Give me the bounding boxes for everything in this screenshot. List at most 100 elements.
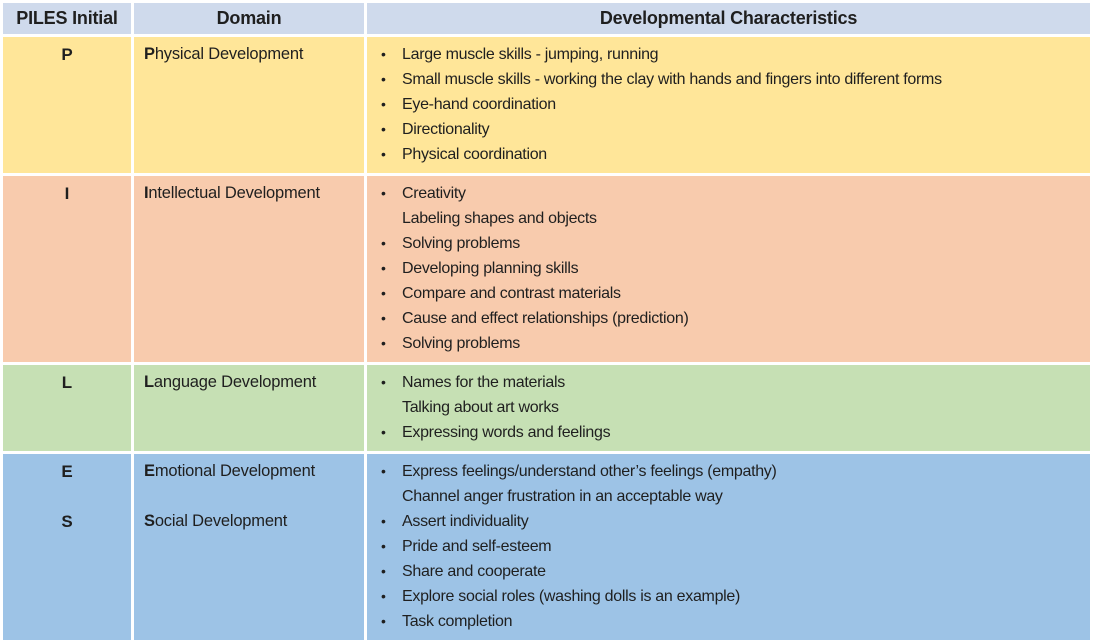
bullet-icon: • xyxy=(381,96,386,112)
bullet-icon: • xyxy=(381,146,386,162)
domain-label: Physical Development xyxy=(144,42,364,67)
bullet-icon: • xyxy=(381,185,386,201)
table-header: PILES Initial Domain Developmental Chara… xyxy=(3,3,1090,34)
characteristic-item: • Solving problems xyxy=(381,331,1084,356)
domain-rest-text: anguage Development xyxy=(153,373,317,391)
bullet-icon: • xyxy=(381,235,386,251)
domain-rest-text: ntellectual Development xyxy=(148,184,320,202)
characteristic-item: • Expressing words and feelings xyxy=(381,420,1084,445)
characteristic-text: Pride and self-esteem xyxy=(402,538,552,555)
column-header-piles-initial: PILES Initial xyxy=(3,3,131,34)
characteristic-item: • Creativity xyxy=(381,181,1084,206)
piles-initial-cell: P xyxy=(3,37,131,173)
domain-lead-letter: S xyxy=(144,512,155,530)
characteristic-text: Task completion xyxy=(402,613,513,630)
characteristic-text: Solving problems xyxy=(402,235,520,252)
characteristic-text: Solving problems xyxy=(402,335,520,352)
bullet-icon: • xyxy=(381,46,386,62)
characteristic-item: • Developing planning skills xyxy=(381,256,1084,281)
piles-initial-letter: E xyxy=(61,462,73,481)
characteristic-item: • Large muscle skills - jumping, running xyxy=(381,42,1084,67)
domain-rest-text: ocial Development xyxy=(154,512,288,530)
domain-cell: Language Development xyxy=(134,365,364,451)
characteristic-text: Names for the materials xyxy=(402,374,565,391)
characteristic-item: • Assert individuality xyxy=(381,509,1084,534)
characteristic-text: Channel anger frustration in an acceptab… xyxy=(402,488,723,505)
piles-initial-cell: L xyxy=(3,365,131,451)
piles-initial-letter: P xyxy=(61,45,73,64)
characteristic-text: Compare and contrast materials xyxy=(402,285,621,302)
characteristic-text: Cause and effect relationships (predicti… xyxy=(402,310,689,327)
bullet-icon: • xyxy=(381,613,386,629)
characteristic-text: Large muscle skills - jumping, running xyxy=(402,46,659,63)
characteristic-item: Labeling shapes and objects xyxy=(381,206,1084,231)
column-header-developmental-characteristics: Developmental Characteristics xyxy=(367,3,1090,34)
bullet-icon: • xyxy=(381,563,386,579)
bullet-icon: • xyxy=(381,538,386,554)
domain-rest-text: motional Development xyxy=(154,462,315,480)
characteristic-item: • Pride and self-esteem xyxy=(381,534,1084,559)
characteristic-text: Assert individuality xyxy=(402,513,529,530)
characteristic-text: Directionality xyxy=(402,121,490,138)
characteristic-item: • Solving problems xyxy=(381,231,1084,256)
bullet-icon: • xyxy=(381,260,386,276)
characteristics-cell: •Large muscle skills - jumping, running•… xyxy=(367,37,1090,173)
characteristic-item: •Cause and effect relationships (predict… xyxy=(381,306,1084,331)
characteristic-text: Physical coordination xyxy=(402,146,547,163)
bullet-icon: • xyxy=(381,374,386,390)
characteristic-item: • Express feelings/understand other’s fee… xyxy=(381,459,1084,484)
bullet-icon: • xyxy=(381,285,386,301)
piles-initial-cell: I xyxy=(3,176,131,362)
characteristic-text: Developing planning skills xyxy=(402,260,579,277)
characteristic-text: Small muscle skills - working the clay w… xyxy=(402,71,942,88)
characteristic-text: Share and cooperate xyxy=(402,563,546,580)
characteristic-item: Channel anger frustration in an acceptab… xyxy=(381,484,1084,509)
characteristic-text: Labeling shapes and objects xyxy=(402,210,597,227)
characteristic-item: • Share and cooperate xyxy=(381,559,1084,584)
piles-initial-letter: S xyxy=(61,512,73,531)
header-row: PILES Initial Domain Developmental Chara… xyxy=(3,3,1090,34)
characteristic-item: • Names for the materials xyxy=(381,370,1084,395)
domain-lead-letter: L xyxy=(144,373,154,391)
bullet-icon: • xyxy=(381,71,386,87)
characteristic-text: Expressing words and feelings xyxy=(402,424,611,441)
bullet-icon: • xyxy=(381,513,386,529)
domain-label: Emotional Development xyxy=(144,459,364,484)
characteristic-item: • Physical coordination xyxy=(381,142,1084,167)
domain-cell: Physical Development xyxy=(134,37,364,173)
bullet-icon: • xyxy=(381,463,386,479)
characteristic-text: Eye-hand coordination xyxy=(402,96,556,113)
bullet-icon: • xyxy=(381,335,386,351)
domain-lead-letter: P xyxy=(144,45,155,63)
characteristic-item: • Directionality xyxy=(381,117,1084,142)
bullet-icon: • xyxy=(381,121,386,137)
characteristic-item: • Eye-hand coordination xyxy=(381,92,1084,117)
characteristics-cell: • Express feelings/understand other’s fee… xyxy=(367,454,1090,640)
characteristic-item: • Compare and contrast materials xyxy=(381,281,1084,306)
characteristic-text: Creativity xyxy=(402,185,466,202)
characteristic-text: Express feelings/understand other’s feel… xyxy=(402,463,777,480)
domain-rest-text: hysical Development xyxy=(154,45,304,63)
domain-lead-letter: I xyxy=(144,184,149,202)
characteristic-item: Talking about art works xyxy=(381,395,1084,420)
characteristic-item: • Small muscle skills - working the clay … xyxy=(381,67,1084,92)
domain-lead-letter: E xyxy=(144,462,155,480)
bullet-icon: • xyxy=(381,588,386,604)
column-header-domain: Domain xyxy=(134,3,364,34)
domain-cell: Intellectual Development xyxy=(134,176,364,362)
domain-label: Language Development xyxy=(144,370,364,395)
piles-initial-letter: L xyxy=(61,373,73,392)
domain-label: Social Development xyxy=(144,509,364,534)
bullet-icon: • xyxy=(381,424,386,440)
domain-label: Intellectual Development xyxy=(144,181,364,206)
